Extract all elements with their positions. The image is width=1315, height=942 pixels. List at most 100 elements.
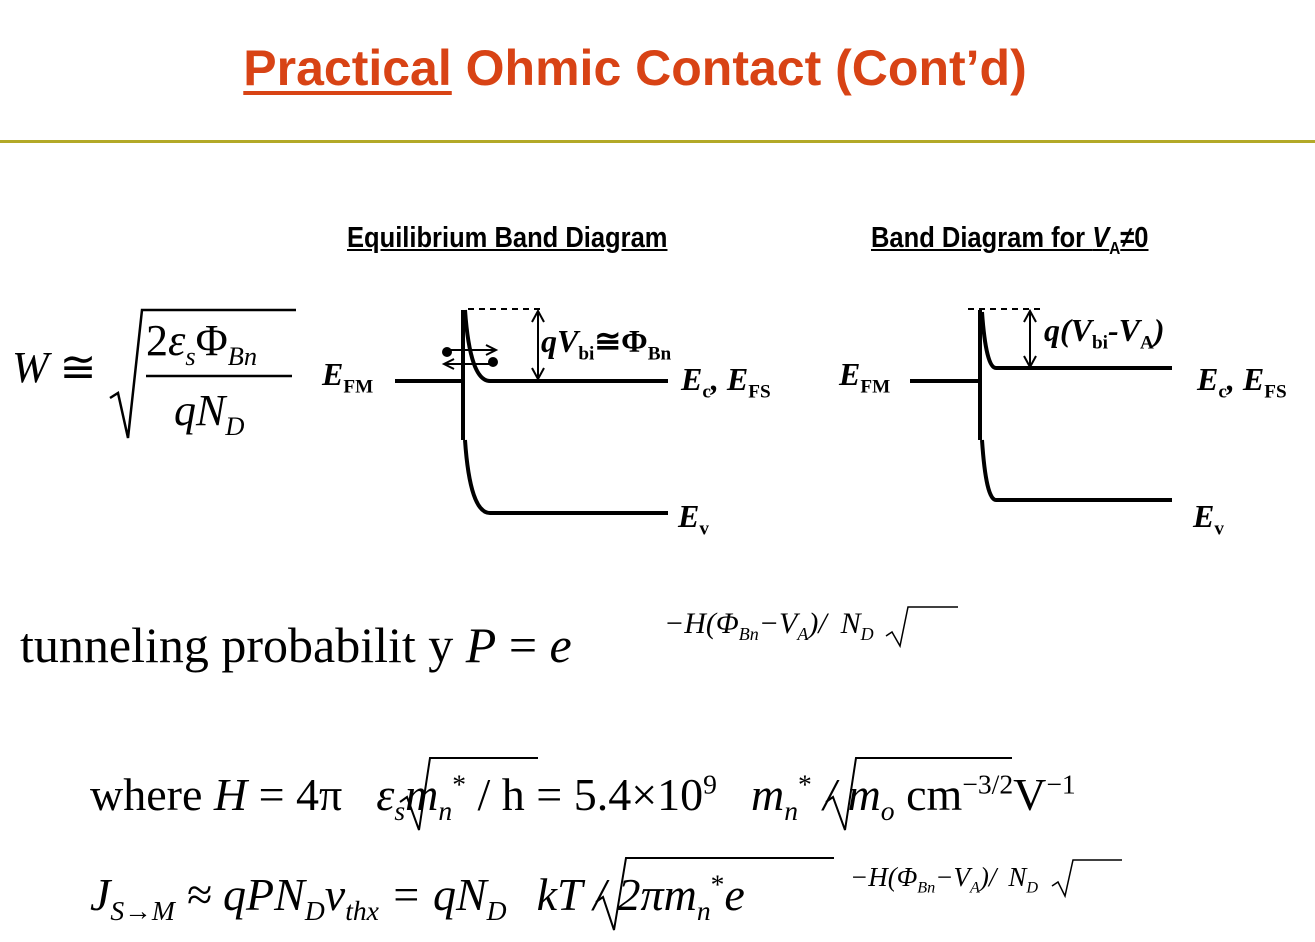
right-barrier-mid: -V: [1108, 312, 1141, 348]
w-numerator: 2εsΦBn: [146, 315, 257, 372]
where-root1-m-sup: *: [452, 768, 466, 800]
where-root2-m-sub: n: [784, 795, 798, 827]
current-exp-root-sub: D: [1026, 878, 1039, 897]
tunneling-equation: tunneling probabilit y P = e: [20, 616, 572, 674]
current-root-sup: *: [710, 868, 725, 900]
current-root: kT / 2πm: [536, 869, 697, 920]
right-barrier-arrowhead-up: [1023, 308, 1037, 323]
right-barrier-sub: bi: [1092, 332, 1109, 354]
right-barrier-sub2: A: [1140, 332, 1154, 354]
right-barrier-label: q(Vbi-VA): [1044, 312, 1165, 354]
tunneling-exp-sub2: A: [797, 624, 809, 644]
where-div-h: / h = 5.4×10: [466, 769, 704, 820]
current-j: J: [90, 869, 111, 920]
left-barrier-arrowhead-down: [531, 367, 545, 382]
title-rest: Ohmic Contact (Cont’d): [451, 40, 1027, 96]
biased-heading-prefix: Band Diagram for: [871, 222, 1093, 254]
left-efm-label: EFM: [322, 356, 373, 398]
left-electron-dot: [442, 347, 452, 357]
right-ev-sub: v: [1214, 518, 1224, 540]
where-units-v-sup: −1: [1046, 768, 1076, 800]
current-exp-radical: [1051, 859, 1122, 899]
w-num-eps-sub: s: [185, 340, 196, 371]
current-root-sub: n: [696, 895, 711, 927]
tunneling-exp-mid: −V: [758, 607, 798, 640]
right-ec-sep: , E: [1226, 361, 1265, 397]
where-h: H: [213, 769, 248, 820]
right-ec-e: E: [1197, 361, 1219, 397]
where-root1-eps-sub: s: [394, 795, 406, 827]
w-den-q: qN: [174, 386, 226, 435]
where-units-cm: cm: [894, 769, 963, 820]
tunneling-e: e: [549, 617, 572, 673]
left-barrier-eq-sub: Bn: [647, 343, 672, 365]
tunneling-text: tunneling probabilit y: [20, 617, 454, 673]
where-root1-eps: ε: [376, 769, 395, 820]
where-units-v: V: [1013, 769, 1047, 820]
current-exp-start: −H(Φ: [850, 862, 918, 892]
left-ev-label: Ev: [678, 498, 709, 540]
where-radical-1: [399, 757, 538, 831]
w-radical: [109, 308, 296, 439]
right-ec-label: Ec, EFS: [1197, 361, 1287, 403]
right-barrier-open: q(V: [1044, 312, 1092, 348]
right-ec-sub: c: [1218, 381, 1227, 403]
tunneling-eq: =: [496, 617, 550, 673]
right-conduction-band: [980, 311, 1172, 370]
left-conduction-band: [463, 309, 668, 383]
current-j-sub: S→M: [110, 895, 175, 927]
current-eq: = qN: [378, 869, 487, 920]
current-e: e: [724, 869, 745, 920]
slide-title: Practical Ohmic Contact (Cont’d): [0, 38, 1270, 98]
tunneling-exp-start: −H(Φ: [664, 607, 739, 640]
tunneling-exp-close: )/: [808, 607, 827, 640]
current-exponent: −H(ΦBn−VA)/ND: [850, 862, 1038, 897]
w-num-phi-sub: Bn: [227, 340, 258, 371]
right-ev-e: E: [1193, 498, 1215, 534]
biased-heading-v: V: [1092, 222, 1110, 254]
tunneling-exp-radical: [885, 606, 958, 649]
current-exp-sub2: A: [969, 878, 980, 897]
right-ev-label: Ev: [1193, 498, 1224, 540]
w-approx: ≅: [59, 343, 97, 392]
left-barrier-label: qVbi≅ΦBn: [541, 322, 671, 365]
left-ec-sub: c: [702, 381, 711, 403]
left-ec-e: E: [681, 361, 703, 397]
w-lhs: W ≅: [12, 342, 97, 393]
current-approx: ≈ qPN: [174, 869, 305, 920]
left-barrier-sub: bi: [578, 343, 595, 365]
current-radical: [595, 857, 834, 931]
title-divider: [0, 140, 1315, 143]
right-barrier-close: ): [1153, 312, 1165, 348]
left-barrier-arrowhead-up: [531, 308, 545, 323]
biased-heading: Band Diagram for VA≠0: [871, 222, 1148, 259]
left-ev-sub: v: [699, 518, 709, 540]
left-ec-sep: , E: [710, 361, 749, 397]
tunneling-exponent: −H(ΦBn−VA)/ND: [664, 607, 874, 645]
right-valence-band: [980, 439, 1172, 502]
left-barrier-eq: ≅Φ: [594, 323, 648, 359]
w-num-phi: Φ: [195, 316, 228, 365]
where-radical-2: [825, 757, 1012, 831]
w-symbol: W: [12, 343, 49, 392]
where-eq1: = 4π: [247, 769, 343, 820]
current-d-sub: D: [304, 895, 325, 927]
w-num-eps: ε: [168, 316, 186, 365]
current-exp-root: N: [1008, 862, 1027, 892]
where-word: where: [90, 769, 203, 820]
biased-heading-suffix: ≠0: [1120, 222, 1149, 254]
right-barrier-arrowhead-down: [1023, 355, 1037, 370]
where-pow9: 9: [703, 768, 717, 800]
biased-heading-sub: A: [1109, 237, 1121, 258]
where-root1-m-sub: n: [438, 795, 453, 827]
where-root2-m: m: [750, 769, 785, 820]
right-efm-e: E: [839, 356, 861, 392]
left-efm-sub: FM: [343, 376, 374, 398]
tunneling-exp-root-sub: D: [860, 624, 874, 644]
current-exp-sub: Bn: [917, 878, 936, 897]
w-num-2: 2: [146, 316, 168, 365]
where-root1-m: m: [405, 769, 439, 820]
left-efm-e: E: [322, 356, 344, 392]
